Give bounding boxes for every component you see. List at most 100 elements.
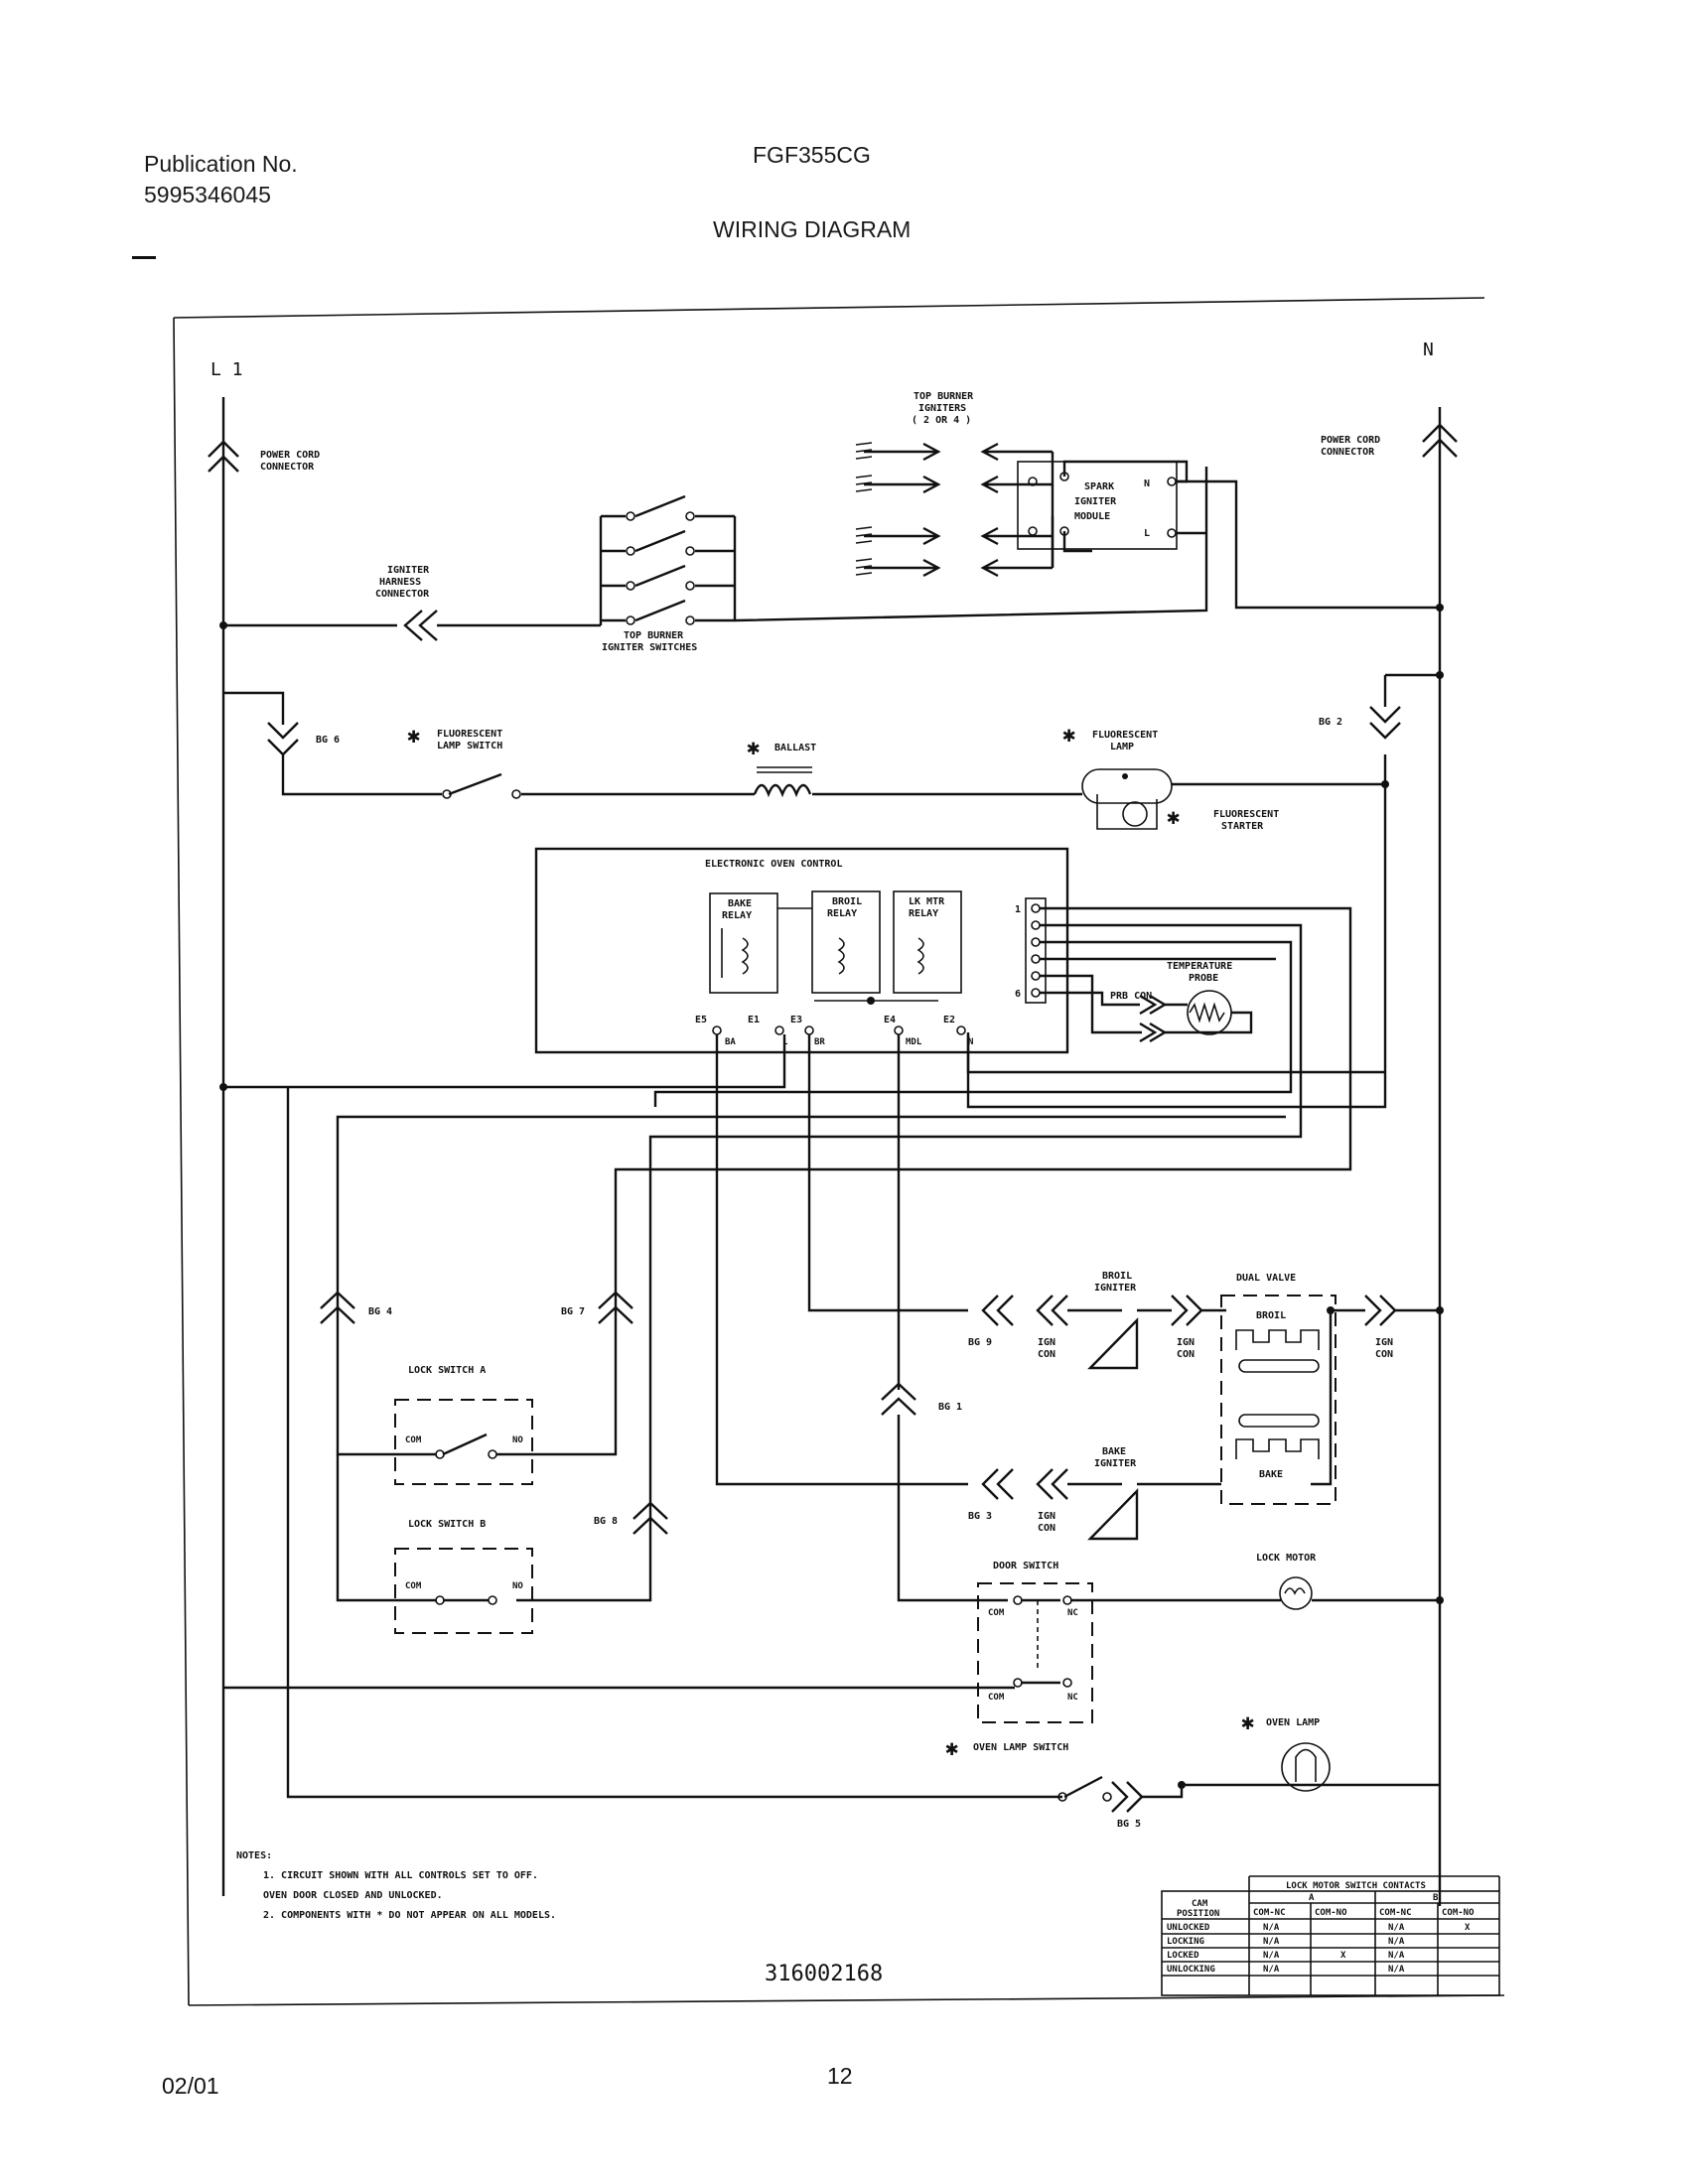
door-nc-label-2: NC [1067,1693,1078,1703]
broil-relay-label-1: BROIL [832,896,862,907]
pin-6-label: 6 [1015,989,1021,1000]
bake-ign-con-label-1: IGN [1038,1511,1055,1522]
model-number: FGF355CG [753,142,871,168]
bg4-label: BG 4 [368,1306,392,1317]
pin-1-label: 1 [1015,904,1021,915]
bg4-wire-top [336,1115,1286,1335]
door-com-label: COM [988,1608,1005,1618]
fluor-lamp-label-2: LAMP [1110,742,1134,752]
cam-label-1: CAM [1192,1899,1208,1909]
oven-lamp-switch-blade [1063,1775,1103,1799]
door-switch-label: DOOR SWITCH [993,1561,1058,1571]
pin6-wire [1040,991,1140,1007]
broil-relay [811,890,881,994]
lock-motor-contacts-table [1161,1875,1500,1996]
frame-left [173,317,190,2006]
fluor-starter-label-1: FLUORESCENT [1213,809,1279,820]
row-3-cell-2: N/A [1388,1965,1405,1975]
row-2-label: LOCKED [1167,1951,1199,1961]
valve-bake-label: BAKE [1259,1469,1283,1480]
door-com-label-2: COM [988,1693,1005,1703]
l1-oven-lamp-wire [286,1087,1062,1799]
bg6-wire [223,691,285,725]
bg5-label: BG 5 [1117,1819,1141,1830]
n-to-eoc-wire [966,784,1387,1109]
lamp-to-bg2-wire [1172,754,1387,786]
frame-bottom [188,1994,1505,2006]
broil-igniter-label-1: BROIL [1102,1271,1132,1282]
broil-ign-con-right [1171,1295,1203,1326]
oven-lamp-label: OVEN LAMP [1266,1717,1320,1728]
lock-switch-a [394,1399,533,1485]
power-cord-left-label-2: CONNECTOR [260,462,315,473]
pin3-wire [653,940,1293,1107]
terminal-e1-label: E1 [748,1015,760,1025]
fluor-starter-label-2: STARTER [1221,821,1264,832]
lk-relay-coil [916,937,924,975]
valve-ign-con [1364,1295,1397,1326]
terminal-ba-label: BA [725,1037,736,1047]
bake-relay-label-1: BAKE [728,898,752,909]
spark-module-label-2: IGNITER [1074,496,1117,507]
lock-motor-label: LOCK MOTOR [1256,1553,1317,1564]
group-b-label: B [1433,1893,1439,1903]
spark-module-label-1: SPARK [1084,481,1114,492]
dual-valve-label: DUAL VALVE [1236,1273,1296,1284]
bg3-connector [981,1468,1014,1500]
fluorescent-starter [1122,801,1148,827]
row-1-cell-2: N/A [1388,1937,1405,1947]
bg7-label: BG 7 [561,1306,585,1317]
spark-wire-bottom [1062,531,1092,553]
power-cord-left-label-1: POWER CORD [260,450,320,461]
footer-date: 02/01 [162,2073,219,2099]
bake-ign-con [1036,1468,1068,1500]
bake-valve-coil [1235,1438,1320,1459]
ballast-label: BALLAST [774,743,816,753]
fluor-lamp-label-1: FLUORESCENT [1092,730,1158,741]
terminal-e4-label: E4 [884,1015,896,1025]
switch-to-module-wire [734,467,1208,622]
fluor-switch-label-1: FLUORESCENT [437,729,502,740]
terminal-e3-label: E3 [790,1015,802,1025]
bg5-connector [1111,1781,1144,1813]
cam-label-2: POSITION [1177,1909,1219,1919]
bake-wire [715,1034,968,1486]
margin-dash [132,256,156,259]
igniter-switches-label-2: IGNITER SWITCHES [602,642,697,653]
lock-b-com-label: COM [405,1581,422,1591]
electronic-oven-control [534,847,1069,1054]
lock-switch-b-label: LOCK SWITCH B [408,1519,486,1530]
broil-ign-con-left [1036,1295,1068,1326]
bake-relay-label-2: RELAY [722,910,752,921]
bg1-label: BG 1 [938,1402,962,1413]
lock-switch-a-label: LOCK SWITCH A [408,1365,486,1376]
publication-number: 5995346045 [144,182,271,207]
oven-lamp-switch-star: ✱ [945,1736,958,1761]
broil-ign-con-r-label-1: IGN [1177,1337,1195,1348]
spark-l-label: L [1144,528,1150,539]
valve-ign-con-label-2: CON [1375,1349,1393,1360]
lock-motor [1279,1576,1313,1610]
pin2-wire [648,923,1303,1320]
bg9-connector [981,1295,1014,1326]
row-3-label: UNLOCKING [1167,1965,1215,1975]
probe-wire-b [1040,974,1142,1034]
bake-relay-coil [741,937,749,975]
e2-wire [966,1034,1385,1074]
sub-header-3: COM-NC [1379,1908,1412,1918]
sub-header-4: COM-NO [1442,1908,1475,1918]
fluor-switch-blade [448,772,502,796]
publication-label: Publication No. [144,151,298,177]
igniters-label-3: ( 2 OR 4 ) [912,415,971,426]
igniters-label-2: IGNITERS [918,403,966,414]
spark-n-label: N [1144,478,1150,489]
broil-ign-con-label-2: CON [1038,1349,1055,1360]
row-2-cell-2: N/A [1388,1951,1405,1961]
temperature-probe [1187,990,1232,1035]
broil-valve-body [1238,1359,1320,1373]
lk-mtr-relay [893,890,962,994]
table-title: LOCK MOTOR SWITCH CONTACTS [1286,1881,1426,1891]
prb-connector-top [1139,994,1168,1016]
valve-internal-wire [1311,1310,1333,1486]
